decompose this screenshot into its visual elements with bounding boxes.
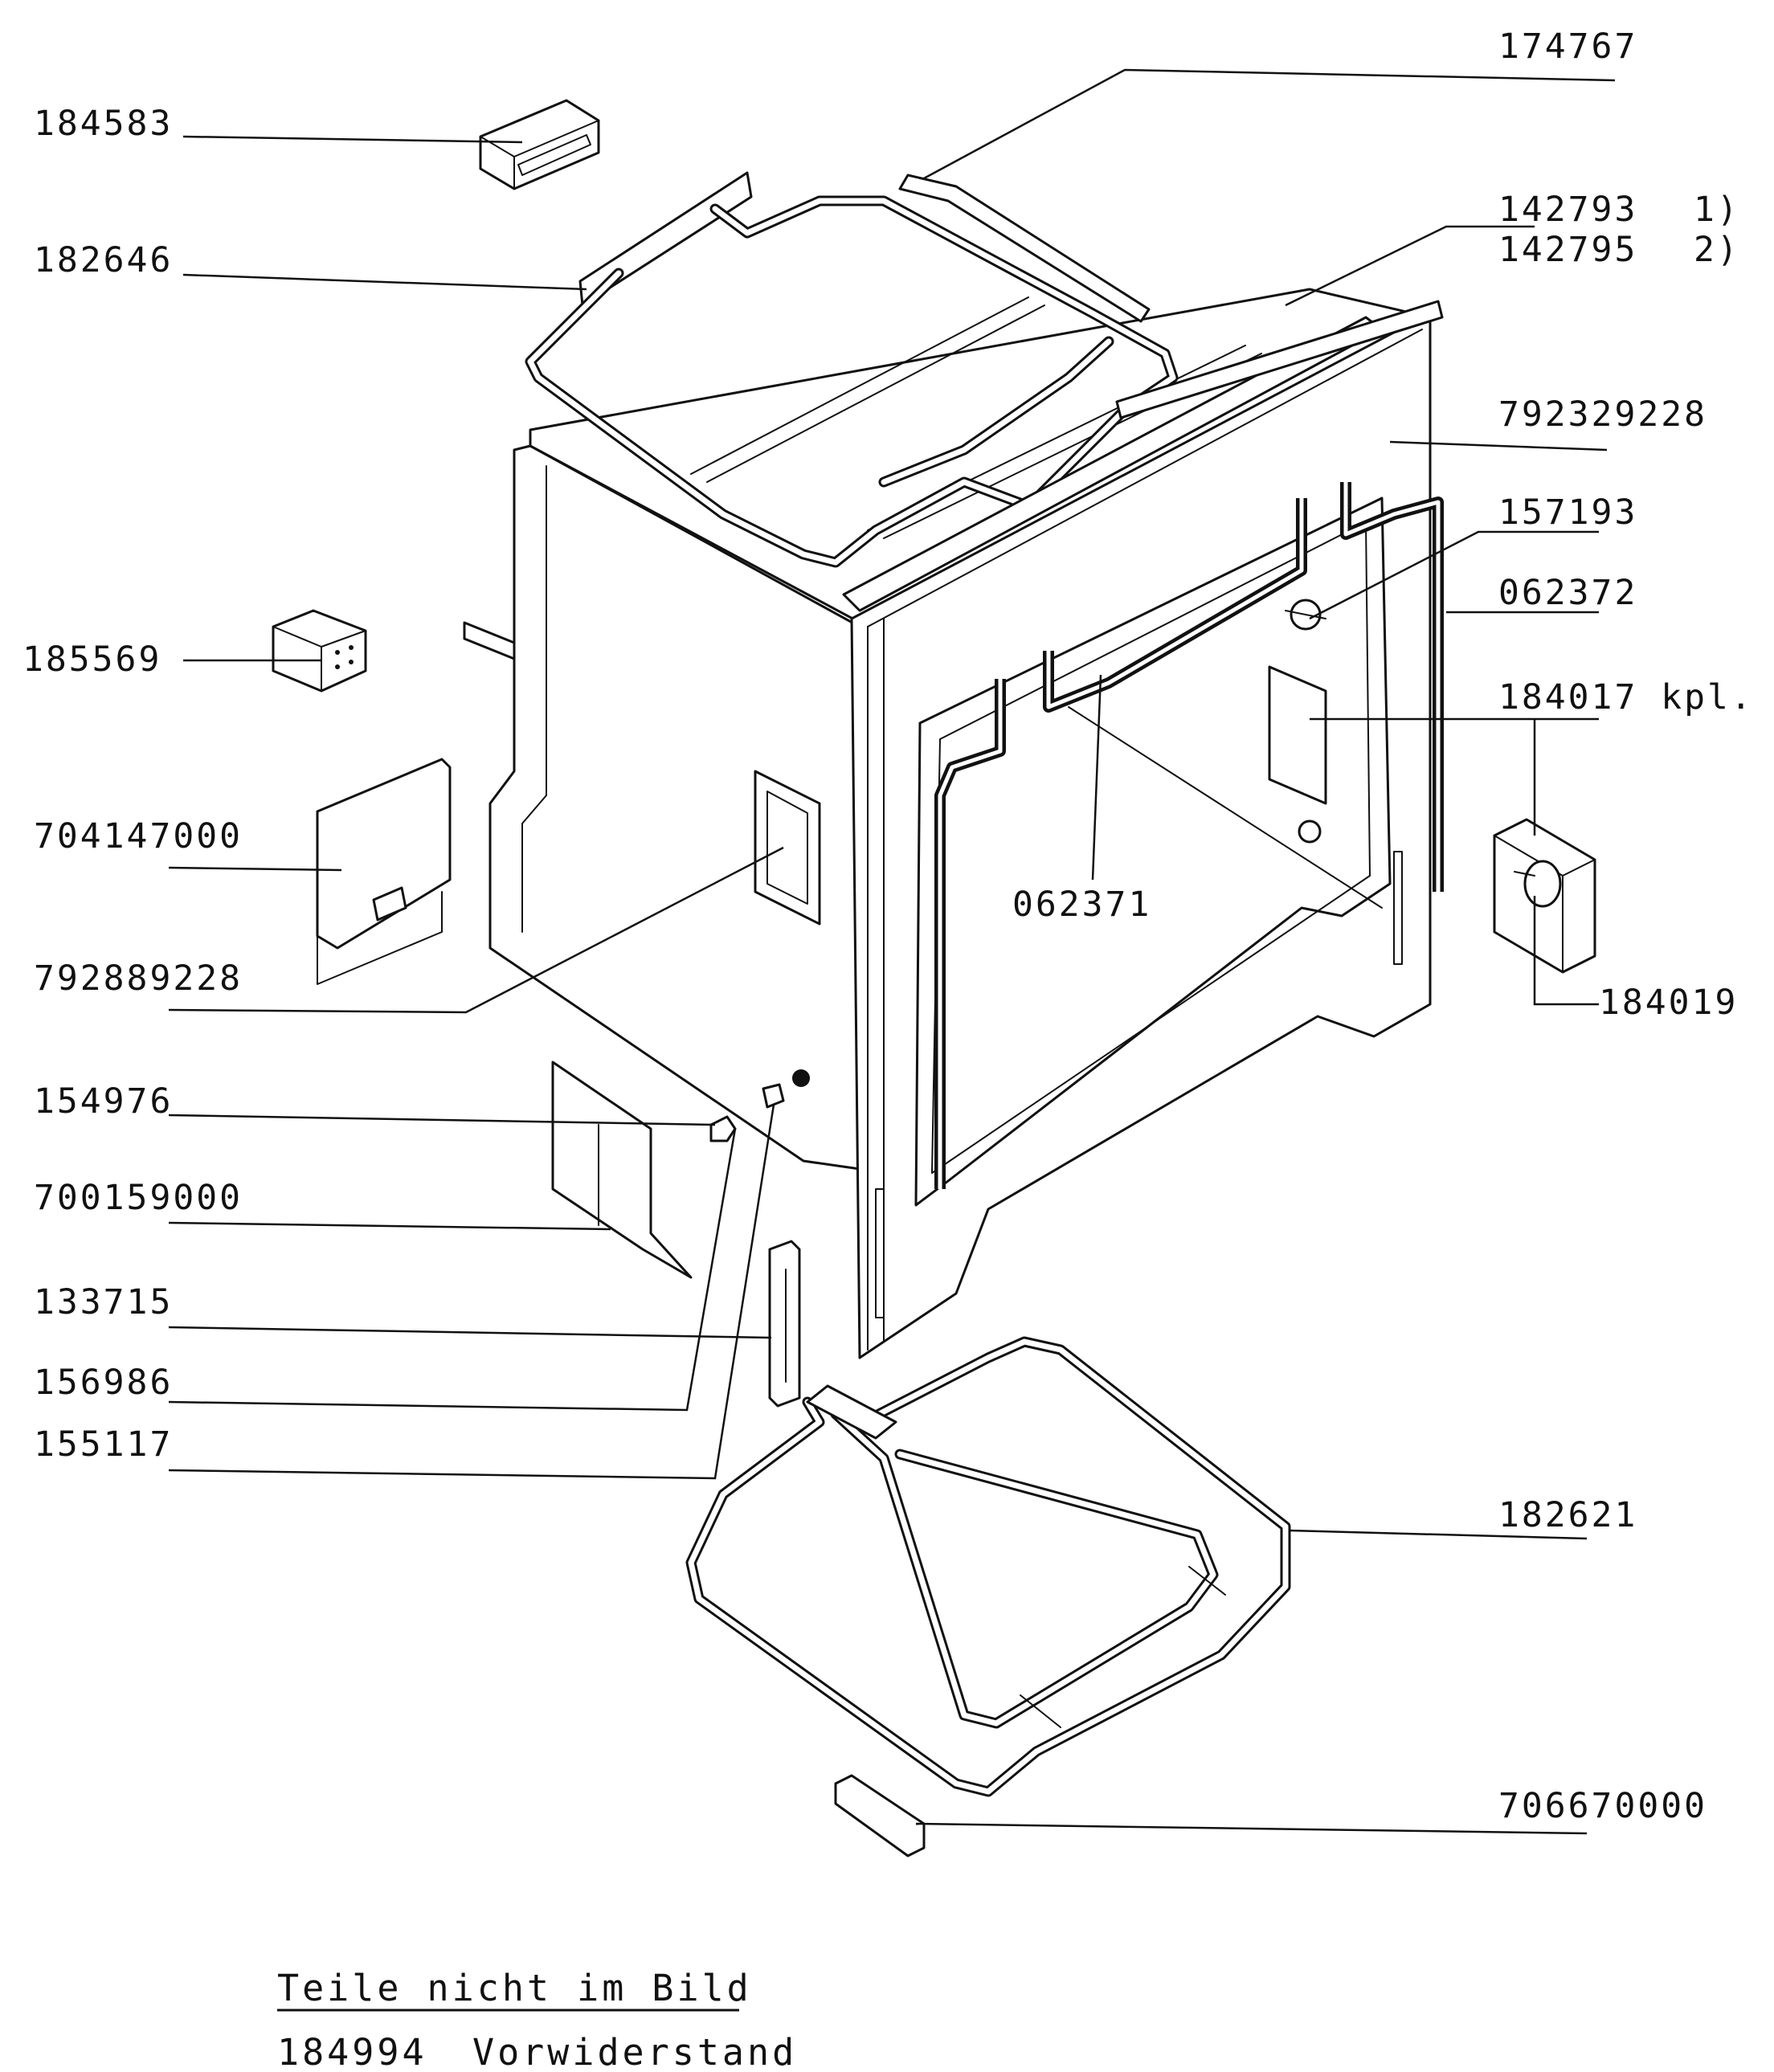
label-155117: 155117 bbox=[34, 1424, 173, 1465]
label-182646: 182646 bbox=[34, 240, 173, 280]
footer-heading: Teile nicht im Bild bbox=[277, 1967, 752, 2009]
label-792889228: 792889228 bbox=[34, 958, 243, 999]
leader-156986 bbox=[168, 1128, 737, 1412]
label-142795: 142795 bbox=[1498, 230, 1637, 270]
label-142793-note: 1) bbox=[1694, 190, 1740, 230]
label-142793: 142793 bbox=[1498, 190, 1637, 230]
footer-notes: Teile nicht im Bild 184994 Vorwiderstand bbox=[277, 1967, 797, 2072]
door-seal bbox=[934, 482, 1444, 1189]
label-174767: 174767 bbox=[1498, 27, 1637, 67]
leader-792329228 bbox=[1389, 440, 1608, 452]
label-706670000: 706670000 bbox=[1498, 1786, 1707, 1826]
leader-lines bbox=[168, 68, 1616, 1835]
label-182621: 182621 bbox=[1498, 1495, 1637, 1535]
leader-133715 bbox=[168, 1326, 772, 1339]
side-window-bracket bbox=[754, 770, 821, 926]
leader-184583 bbox=[182, 135, 523, 144]
bottom-heating-element bbox=[685, 1336, 1291, 1797]
label-157193: 157193 bbox=[1498, 492, 1637, 533]
leader-142793 bbox=[1285, 225, 1535, 307]
leader-704147000 bbox=[168, 866, 342, 872]
footer-item-number: 184994 bbox=[277, 2031, 427, 2072]
leader-182646 bbox=[182, 273, 587, 291]
cover-plate-704147000 bbox=[316, 758, 452, 985]
leader-184019 bbox=[1533, 896, 1599, 1006]
label-704147000: 704147000 bbox=[34, 816, 243, 856]
part-labels: 174767 184583 182646 142793 1) 142795 2)… bbox=[22, 27, 1754, 1826]
leader-155117 bbox=[168, 1104, 775, 1480]
leader-700159000 bbox=[168, 1221, 611, 1231]
leader-062371 bbox=[1091, 674, 1102, 881]
footer-item-description: Vorwiderstand bbox=[472, 2031, 797, 2072]
top-rail bbox=[842, 300, 1444, 612]
leader-182621 bbox=[1289, 1529, 1588, 1540]
label-184019: 184019 bbox=[1599, 983, 1738, 1023]
label-062372: 062372 bbox=[1498, 573, 1637, 613]
label-184017: 184017 kpl. bbox=[1498, 677, 1754, 717]
label-133715: 133715 bbox=[34, 1282, 173, 1322]
oven-lamp bbox=[1285, 599, 1326, 631]
label-185569: 185569 bbox=[22, 640, 161, 680]
leader-706670000 bbox=[915, 1822, 1588, 1835]
label-700159000: 700159000 bbox=[34, 1178, 243, 1218]
connector-184583 bbox=[479, 99, 600, 190]
label-062371: 062371 bbox=[1012, 885, 1151, 925]
heat-shield-700159000 bbox=[551, 1061, 693, 1279]
selector-housing bbox=[1493, 818, 1596, 974]
leader-157193 bbox=[1309, 530, 1599, 620]
leader-792889228 bbox=[168, 846, 784, 1014]
label-156986: 156986 bbox=[34, 1363, 173, 1403]
label-142795-note: 2) bbox=[1694, 230, 1740, 270]
clip-706670000 bbox=[834, 1774, 926, 1857]
terminal-block-185569 bbox=[272, 609, 367, 693]
leader-154976 bbox=[168, 1114, 716, 1126]
spacer-133715 bbox=[768, 1240, 801, 1408]
label-184583: 184583 bbox=[34, 104, 173, 144]
label-792329228: 792329228 bbox=[1498, 394, 1707, 435]
top-bracket bbox=[898, 174, 1151, 323]
label-154976: 154976 bbox=[34, 1081, 173, 1122]
thermostat-fittings bbox=[709, 1083, 785, 1142]
leader-174767 bbox=[923, 68, 1616, 180]
